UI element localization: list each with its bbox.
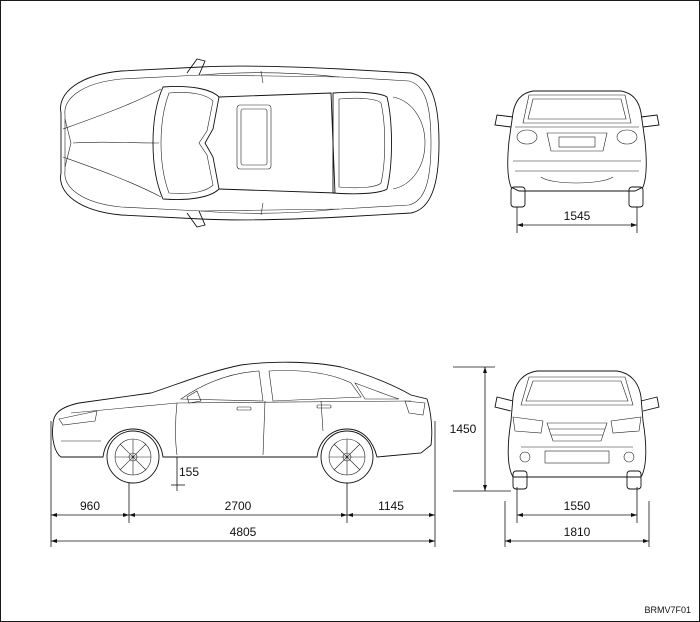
car-top-view (60, 58, 440, 228)
height-label: 1450 (450, 422, 477, 436)
ground-clearance-label: 155 (179, 465, 199, 479)
front-overhang-label: 960 (80, 499, 100, 513)
car-side-view (52, 361, 433, 484)
figure-code: BRMV7F01 (644, 605, 691, 615)
dimension-lines (50, 207, 650, 547)
overall-width-label: 1810 (564, 525, 591, 539)
rear-overhang-label: 1145 (378, 499, 404, 513)
overall-length-label: 4805 (230, 525, 257, 539)
wheelbase-label: 2700 (225, 499, 252, 513)
front-track-label: 1550 (564, 499, 591, 513)
car-front-view (494, 370, 660, 490)
rear-track-label: 1545 (564, 209, 591, 223)
car-rear-view (494, 90, 660, 208)
